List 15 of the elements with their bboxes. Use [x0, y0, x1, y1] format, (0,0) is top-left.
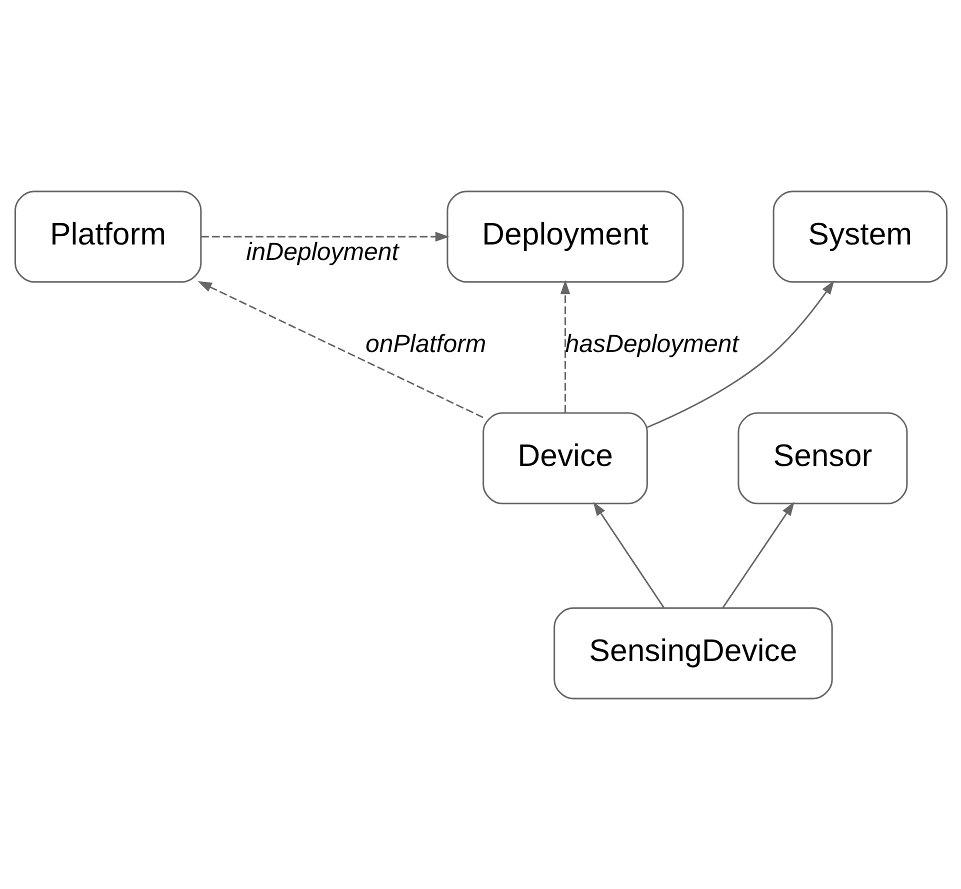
arrow — [592, 501, 664, 608]
edge-label: hasDeployment — [564, 329, 738, 358]
arrow — [646, 280, 834, 428]
edge-label: inDeployment — [246, 237, 398, 266]
arrow — [722, 501, 794, 608]
node-box: System — [772, 190, 948, 282]
edge-label: onPlatform — [365, 329, 486, 358]
node-box: SensingDevice — [553, 606, 832, 699]
arrow — [560, 280, 570, 412]
arrow — [200, 231, 449, 242]
node-box: Platform — [14, 190, 202, 282]
arrow — [197, 280, 483, 418]
node-box: Sensor — [737, 412, 908, 504]
node-box: Device — [482, 412, 648, 504]
node-box: Deployment — [446, 190, 684, 282]
